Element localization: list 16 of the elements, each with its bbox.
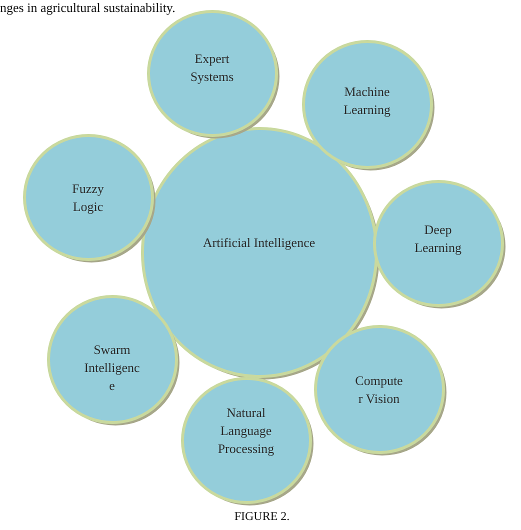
circle-node (180, 376, 314, 506)
node-label: Artificial Intelligence (202, 234, 316, 252)
node-label: Machine Learning (342, 83, 392, 119)
circle-node (314, 324, 448, 456)
node-label: Fuzzy Logic (71, 180, 105, 216)
node-label: Natural Language Processing (216, 404, 276, 458)
circle-node (46, 294, 180, 426)
figure-caption: FIGURE 2. (234, 509, 290, 523)
node-label: Compute r Vision (354, 372, 404, 408)
node-label: Swarm Intelligenc e (83, 341, 141, 395)
circle-node (372, 180, 506, 310)
circle-node (22, 134, 156, 264)
circle-node (302, 40, 436, 172)
node-label: Deep Learning (414, 221, 462, 257)
paragraph-text: nges in agricultural sustainability. (0, 0, 176, 15)
node-label: Expert Systems (189, 50, 235, 86)
